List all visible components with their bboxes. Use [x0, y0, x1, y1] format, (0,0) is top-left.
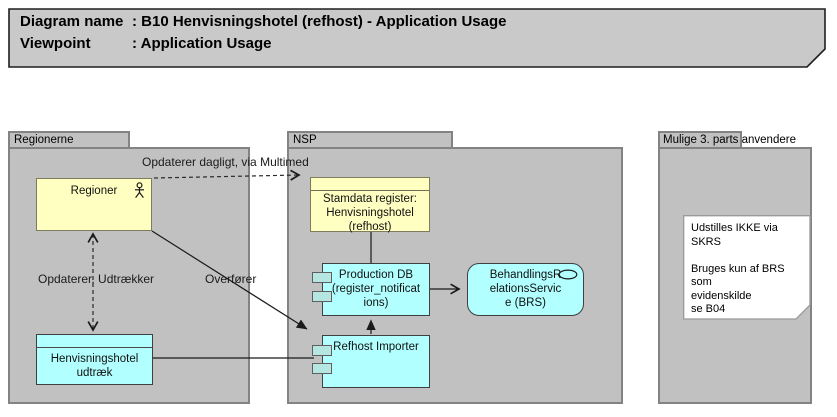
edge-label-overfoerer: Overfører — [205, 272, 257, 286]
node-production-db-label: Production DB (register_notificat ions) — [331, 269, 421, 309]
node-henvisningshotel-udtraek-label: Henvisningshotel udtræk — [50, 353, 139, 379]
service-oval-icon — [558, 269, 578, 280]
note-shape — [683, 215, 811, 320]
component-tab-icon — [312, 345, 332, 356]
group-regionerne-label: Regionerne — [14, 134, 74, 146]
node-brs-label: BehandlingsR elationsServic e (BRS) — [489, 269, 562, 309]
title-value: : Application Usage — [132, 35, 272, 52]
group-nsp-tab — [287, 131, 453, 148]
component-tab-icon — [312, 272, 332, 283]
node-refhost-importer: Refhost Importer — [322, 335, 430, 388]
node-stamdata-register-label: Stamdata register: Henvisningshotel (ref… — [323, 193, 417, 233]
title-value: : B10 Henvisningshotel (refhost) - Appli… — [132, 13, 507, 30]
node-stamdata-register: Stamdata register: Henvisningshotel (ref… — [310, 177, 430, 233]
node-brs: BehandlingsR elationsServic e (BRS) — [467, 263, 584, 316]
title-row-viewpoint: Viewpoint : Application Usage — [20, 33, 507, 55]
node-header-strip — [311, 178, 429, 191]
node-regioner-label: Regioner — [70, 185, 118, 197]
node-header-strip — [37, 335, 152, 348]
note-udstilles-text: Udstilles IKKE via SKRS Bruges kun af BR… — [691, 222, 785, 315]
node-henvisningshotel-udtraek: Henvisningshotel udtræk — [36, 334, 153, 385]
title-note-shape — [8, 8, 826, 68]
title-label: Diagram name — [20, 13, 124, 30]
title-label: Viewpoint — [20, 35, 91, 52]
node-refhost-importer-label: Refhost Importer — [333, 341, 419, 353]
group-mulige-label: Mulige 3. parts anvendere — [663, 134, 796, 146]
node-regioner: Regioner — [36, 178, 152, 231]
note-udstilles: Udstilles IKKE via SKRS Bruges kun af BR… — [683, 215, 811, 320]
component-tab-icon — [312, 363, 332, 374]
diagram-title-note — [8, 8, 826, 68]
title-row-diagram-name: Diagram name : B10 Henvisningshotel (refh… — [20, 11, 507, 33]
edge-label-opdaterer-dagligt: Opdaterer dagligt, via Multimed — [142, 155, 309, 169]
edge-label-opdaterer-udtraekker: Opdaterer, Udtrækker — [38, 272, 155, 286]
group-mulige-tab — [658, 131, 742, 148]
diagram-title-text: Diagram name : B10 Henvisningshotel (refh… — [20, 11, 507, 55]
node-production-db: Production DB (register_notificat ions) — [322, 263, 430, 316]
component-tab-icon — [312, 291, 332, 302]
group-nsp-label: NSP — [293, 134, 317, 146]
actor-icon — [135, 182, 144, 198]
group-regionerne-tab — [8, 131, 130, 148]
